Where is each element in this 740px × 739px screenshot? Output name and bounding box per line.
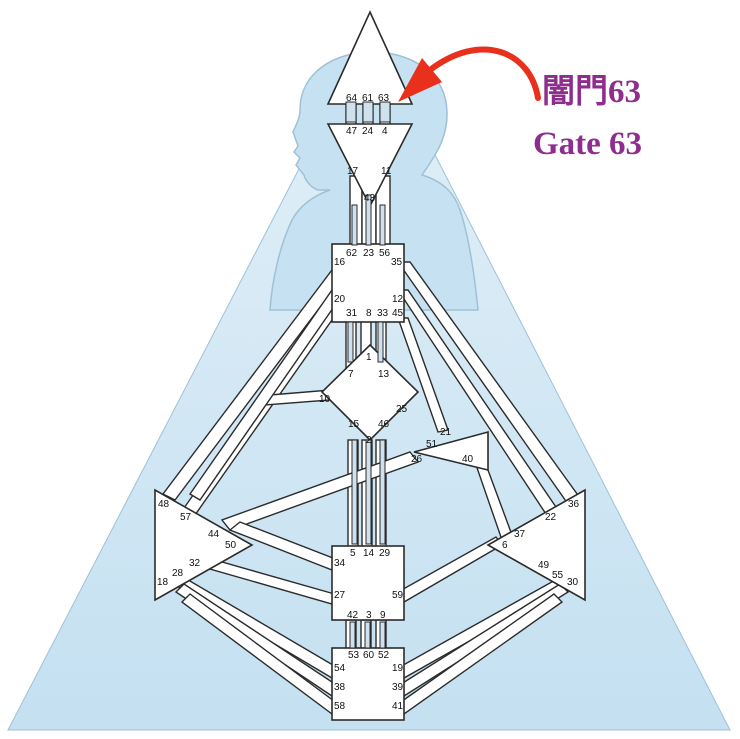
gate-labels: 64 61 63 47 24 4 17 11 43 62 23 56 16 35… — [157, 93, 580, 712]
gate-label: 57 — [180, 512, 192, 523]
gate-label: 56 — [379, 248, 391, 259]
gate-label: 12 — [392, 294, 404, 305]
gate-label: 49 — [538, 560, 550, 571]
gate-label: 32 — [189, 558, 201, 569]
gate-label: 25 — [396, 404, 408, 415]
gate-label: 34 — [334, 558, 346, 569]
sacral-center — [331, 545, 405, 621]
gate-label: 61 — [362, 93, 374, 104]
gate-label: 62 — [346, 248, 358, 259]
gate-label: 43 — [364, 193, 376, 204]
ajna-center — [326, 123, 414, 208]
centers — [154, 10, 586, 721]
gate-label: 21 — [440, 427, 452, 438]
gate-slots — [345, 101, 391, 649]
gate-label: 54 — [334, 663, 346, 674]
gate-label: 11 — [381, 166, 392, 177]
gate-label: 30 — [567, 577, 579, 588]
gate-label: 37 — [514, 529, 526, 540]
gate-label: 53 — [348, 650, 360, 661]
gate-label: 7 — [348, 369, 354, 380]
gate-label: 60 — [363, 650, 375, 661]
gate-label: 44 — [208, 529, 220, 540]
gate-label: 33 — [377, 308, 389, 319]
gate-label: 22 — [545, 512, 557, 523]
callout-title-english: Gate 63 — [533, 126, 643, 162]
gate-label: 40 — [462, 454, 474, 465]
gate-label: 14 — [363, 548, 375, 559]
gate-label: 1 — [366, 352, 372, 363]
gate-label: 23 — [363, 248, 375, 259]
callout-title-chinese: 闇門63 — [542, 74, 641, 110]
gate-label: 38 — [334, 682, 346, 693]
gate-label: 39 — [392, 682, 404, 693]
gate-label: 3 — [366, 610, 372, 621]
gate-label: 31 — [346, 308, 358, 319]
gate-label: 20 — [334, 294, 346, 305]
gate-label: 63 — [378, 93, 390, 104]
gate-label: 55 — [552, 570, 564, 581]
gate-label: 48 — [158, 499, 170, 510]
callout-arrow — [398, 46, 541, 102]
gate-label: 5 — [350, 548, 356, 559]
gate-label: 15 — [348, 419, 360, 430]
gate-label: 6 — [502, 540, 508, 551]
gate-label: 26 — [411, 454, 423, 465]
gate-label: 8 — [366, 308, 372, 319]
gate-label: 35 — [391, 257, 403, 268]
gate-label: 45 — [392, 308, 404, 319]
gate-label: 52 — [378, 650, 390, 661]
gate-label: 2 — [366, 435, 372, 446]
gate-label: 24 — [362, 126, 374, 137]
gate-label: 17 — [347, 166, 359, 177]
gate-label: 47 — [346, 126, 358, 137]
solar-plexus-center — [486, 488, 586, 602]
gate-label: 28 — [172, 568, 184, 579]
gate-label: 18 — [157, 577, 169, 588]
gate-label: 58 — [334, 701, 346, 712]
gate-label: 29 — [379, 548, 391, 559]
gate-label: 64 — [346, 93, 358, 104]
gate-label: 19 — [392, 663, 404, 674]
gate-label: 10 — [319, 394, 331, 405]
gate-label: 9 — [380, 610, 386, 621]
gate-label: 50 — [225, 540, 237, 551]
spleen-center — [154, 488, 254, 602]
gate-label: 59 — [392, 590, 404, 601]
gate-label: 36 — [568, 499, 580, 510]
ego-center — [413, 430, 489, 472]
gate-label: 41 — [392, 701, 404, 712]
gate-label: 46 — [378, 419, 390, 430]
gate-label: 13 — [378, 369, 390, 380]
gate-label: 4 — [382, 126, 388, 137]
gate-label: 27 — [334, 590, 346, 601]
gate-label: 16 — [334, 257, 346, 268]
gate-label: 51 — [426, 439, 438, 450]
gate-label: 42 — [347, 610, 359, 621]
